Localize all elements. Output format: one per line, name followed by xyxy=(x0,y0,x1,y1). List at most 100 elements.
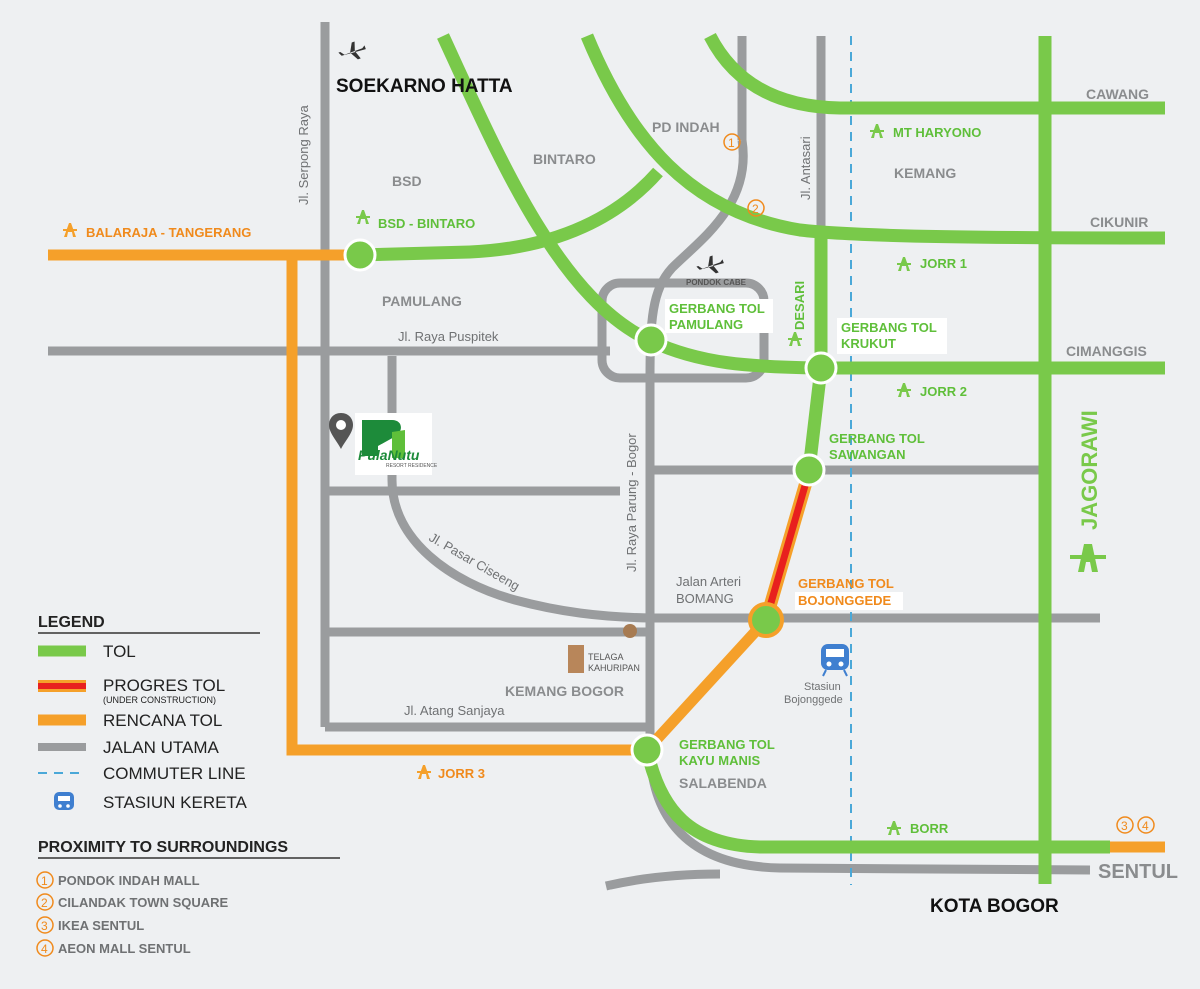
label-kemang: KEMANG xyxy=(894,165,956,181)
label-bsd: BSD xyxy=(392,173,422,189)
label-stasiun: Stasiun xyxy=(804,681,841,693)
main-roads xyxy=(48,22,1100,891)
node-krukut xyxy=(804,351,838,385)
svg-text:AEON MALL SENTUL: AEON MALL SENTUL xyxy=(58,941,191,956)
road-ciseeng xyxy=(387,356,651,623)
label-cikunir: CIKUNIR xyxy=(1090,214,1148,230)
label-arteri: Jalan Arteri xyxy=(676,574,741,589)
label-desari: DESARI xyxy=(792,281,807,330)
planned-toll xyxy=(48,249,1165,853)
location-pin-icon xyxy=(329,413,353,449)
label-puspitek: Jl. Raya Puspitek xyxy=(398,329,499,344)
svg-text:IKEA SENTUL: IKEA SENTUL xyxy=(58,918,144,933)
proximity-item: 2 CILANDAK TOWN SQUARE xyxy=(36,893,229,911)
train-station-icon xyxy=(821,644,849,677)
label-bsd-bintaro: BSD - BINTARO xyxy=(378,216,475,231)
label-cimanggis: CIMANGGIS xyxy=(1066,343,1147,359)
legend-label-commuter: COMMUTER LINE xyxy=(103,764,246,783)
legend-label-toll: TOL xyxy=(103,642,136,661)
gate-sawangan-line1: GERBANG TOL xyxy=(829,431,925,446)
proximity-title: PROXIMITY TO SURROUNDINGS xyxy=(38,839,288,856)
gate-kayumanis-line1: GERBANG TOL xyxy=(679,737,775,752)
svg-text:1: 1 xyxy=(728,136,735,150)
legend-train-icon xyxy=(54,792,74,810)
toll-icon xyxy=(63,223,431,779)
toll-jorr3 xyxy=(286,255,645,756)
node-pamulang xyxy=(634,323,668,357)
svg-text:CILANDAK TOWN SQUARE: CILANDAK TOWN SQUARE xyxy=(58,895,229,910)
label-kahuripan: KAHURIPAN xyxy=(588,663,640,673)
svg-text:4: 4 xyxy=(1142,819,1149,833)
label-atang-sanjaya: Jl. Atang Sanjaya xyxy=(404,703,505,718)
legend-label-progress: PROGRES TOL xyxy=(103,676,225,695)
gate-krukut-line1: GERBANG TOL xyxy=(841,320,937,335)
label-balaraja-tangerang: BALARAJA - TANGERANG xyxy=(86,225,251,240)
marker-1: 1 xyxy=(723,133,741,151)
legend-label-plan: RENCANA TOL xyxy=(103,711,222,730)
label-antasari: Jl. Antasari xyxy=(798,136,813,200)
junction-marker xyxy=(623,624,637,638)
label-mt-haryono: MT HARYONO xyxy=(893,125,981,140)
label-bintaro: BINTARO xyxy=(533,151,596,167)
toll-kayumanis-bojonggede xyxy=(642,616,771,754)
toll-icon xyxy=(356,124,911,835)
proximity-item: 3 IKEA SENTUL xyxy=(36,916,144,934)
airplane-icon xyxy=(338,41,366,60)
airplane-icon xyxy=(696,255,724,274)
label-jorr1: JORR 1 xyxy=(920,256,967,271)
toll-bsd-bintaro xyxy=(359,167,663,262)
gate-krukut-line2: KRUKUT xyxy=(841,336,896,351)
label-sentul: SENTUL xyxy=(1098,861,1178,883)
legend-title: LEGEND xyxy=(38,614,105,631)
marker-2: 2 xyxy=(747,199,765,217)
label-kemang-bogor: KEMANG BOGOR xyxy=(505,683,624,699)
gate-kayumanis-line2: KAYU MANIS xyxy=(679,753,760,768)
label-bomang: BOMANG xyxy=(676,591,734,606)
label-bojonggede-station: Bojonggede xyxy=(784,694,843,706)
node-bsd-bintaro xyxy=(343,238,377,272)
label-salabenda: SALABENDA xyxy=(679,775,767,791)
label-soekarno-hatta: SOEKARNO HATTA xyxy=(336,76,513,97)
gate-nodes xyxy=(343,238,838,767)
node-sawangan xyxy=(792,453,826,487)
label-serpong-raya: Jl. Serpong Raya xyxy=(296,105,311,205)
svg-text:1: 1 xyxy=(41,874,48,888)
label-pondok-cabe: PONDOK CABE xyxy=(686,278,747,287)
label-borr: BORR xyxy=(910,821,949,836)
marker-3: 3 xyxy=(1116,816,1134,834)
svg-text:3: 3 xyxy=(41,919,48,933)
label-telaga: TELAGA xyxy=(588,652,624,662)
proximity-item: 1 PONDOK INDAH MALL xyxy=(36,871,200,889)
label-cawang: CAWANG xyxy=(1086,86,1149,102)
telaga-logo-icon xyxy=(568,645,584,673)
svg-text:2: 2 xyxy=(41,896,48,910)
gate-sawangan-line2: SAWANGAN xyxy=(829,447,906,462)
gate-pamulang-line2: PAMULANG xyxy=(669,317,743,332)
pulanutu-logo: PulaNutu RESORT RESIDENCE xyxy=(358,420,438,469)
svg-text:PulaNutu: PulaNutu xyxy=(358,447,420,463)
proximity-list: PROXIMITY TO SURROUNDINGS 1 PONDOK INDAH… xyxy=(36,839,340,957)
label-kota-bogor: KOTA BOGOR xyxy=(930,896,1059,917)
label-jorr2: JORR 2 xyxy=(920,384,967,399)
toll-cawang xyxy=(704,32,1165,115)
gate-label-bg-krukut xyxy=(837,318,947,354)
node-bojonggede xyxy=(748,602,784,638)
label-jagorawi: JAGORAWI xyxy=(1077,410,1102,530)
label-parung-bogor: Jl. Raya Parung - Bogor xyxy=(624,433,639,572)
svg-text:RESORT RESIDENCE: RESORT RESIDENCE xyxy=(386,463,438,469)
legend: LEGEND TOL PROGRES TOL (UNDER CONSTRUCTI… xyxy=(38,614,260,812)
legend-label-station: STASIUN KERETA xyxy=(103,793,248,812)
toll-progress-inner xyxy=(762,471,813,621)
gate-label-bg-pamulang xyxy=(665,299,773,333)
gate-bojonggede-line2: BOJONGGEDE xyxy=(798,593,892,608)
gate-pamulang-line1: GERBANG TOL xyxy=(669,301,765,316)
gate-label-bg-bojonggede xyxy=(795,592,903,610)
toll-borr xyxy=(640,748,1110,854)
legend-label-main-road: JALAN UTAMA xyxy=(103,738,220,757)
jagorawi-toll-icon xyxy=(1070,544,1106,572)
road-bottom xyxy=(604,869,721,891)
svg-text:2: 2 xyxy=(752,202,759,216)
label-pd-indah: PD INDAH xyxy=(652,119,720,135)
proximity-item: 4 AEON MALL SENTUL xyxy=(36,939,191,957)
